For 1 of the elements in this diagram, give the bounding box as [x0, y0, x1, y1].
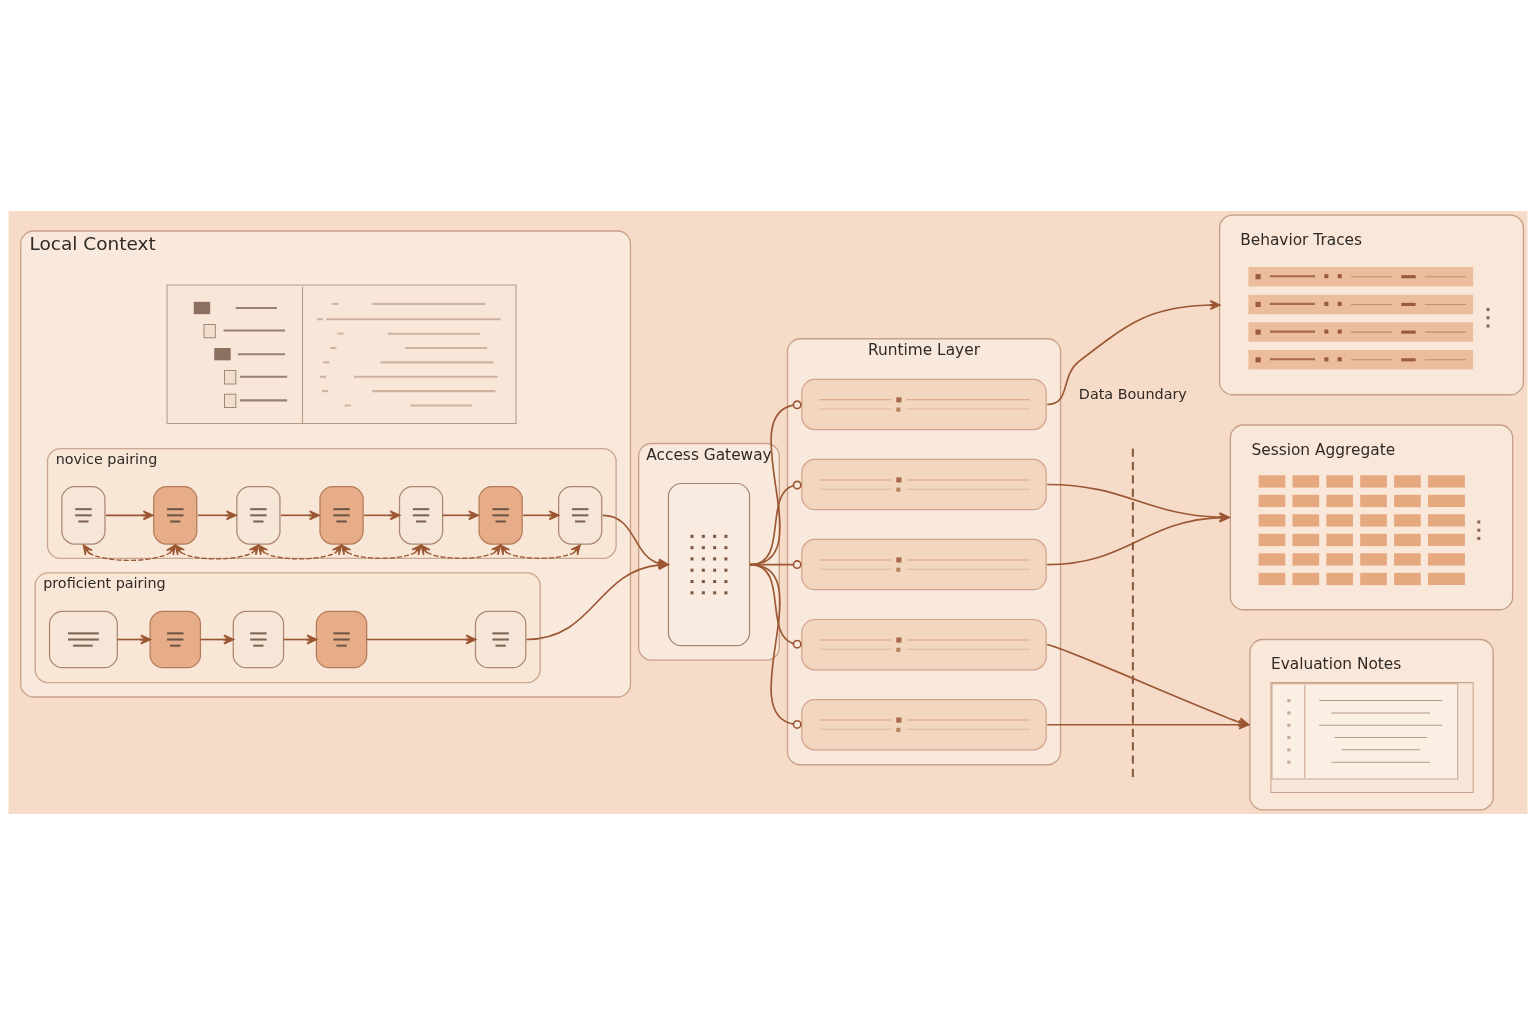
label: Data Boundary — [1078, 385, 1187, 402]
